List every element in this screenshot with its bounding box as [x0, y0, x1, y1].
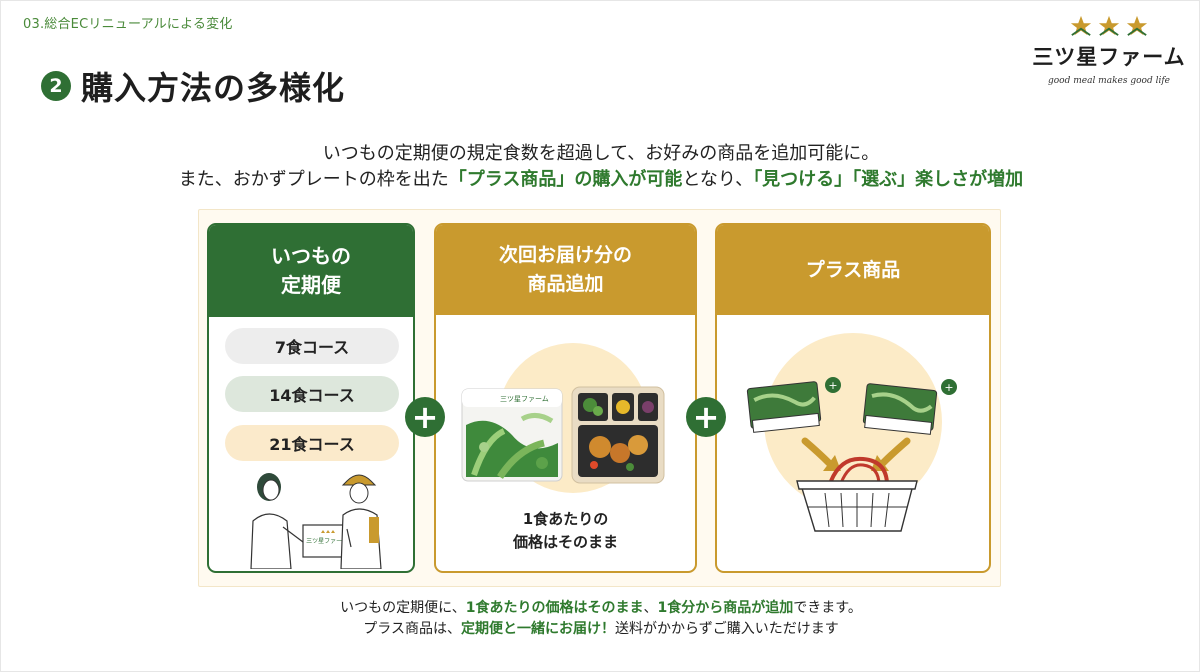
course-14-pill: 14食コース — [225, 376, 399, 412]
footer-highlight: 1食あたりの価格はそのまま — [465, 600, 644, 616]
card-title-line: いつもの — [271, 244, 351, 268]
caption-line: 価格はそのまま — [512, 533, 618, 551]
plus-icon: + — [686, 397, 726, 437]
pack-label: 三ツ星ファーム — [500, 395, 549, 403]
box-label: 三ツ星ファーム — [306, 538, 348, 545]
intro-text: となり、 — [682, 169, 754, 190]
footer-highlight: 定期便と一緒にお届け！ — [461, 621, 615, 637]
footer-text: 、 — [643, 600, 658, 616]
intro-line-2: また、おかずプレートの枠を出た「プラス商品」の購入が可能となり、「見つける」「選… — [1, 165, 1200, 191]
price-caption: 1食あたりの 価格はそのまま — [436, 508, 695, 554]
card-title-line: 定期便 — [281, 273, 341, 297]
svg-text:+: + — [828, 379, 837, 392]
card-next-delivery: 次回お届け分の商品追加 三ツ星ファーム 1食あたりの — [434, 223, 697, 573]
page-title: 購入方法の多様化 — [81, 69, 346, 107]
basket-icon — [796, 456, 918, 532]
card-title-line: 次回お届け分の — [498, 244, 632, 266]
intro-highlight-discover: 「見つける」「選ぶ」楽しさが増加 — [753, 169, 1024, 190]
intro-highlight-plus-items: 「プラス商品」の購入が可能 — [448, 169, 683, 190]
card-plus-items-header: プラス商品 — [717, 225, 989, 315]
footer-highlight: 1食分から商品が追加 — [657, 600, 794, 616]
add-to-basket-illustration: + + — [746, 377, 957, 532]
page-heading: 2 購入方法の多様化 — [41, 63, 345, 109]
footer-text: 送料がかからずご購入いただけます — [615, 621, 839, 637]
footer-line-1: いつもの定期便に、1食あたりの価格はそのまま、1食分から商品が追加できます。 — [1, 597, 1200, 617]
svg-text:+: + — [944, 381, 953, 394]
heading-number-badge: 2 — [41, 71, 71, 101]
logo-stars-icon — [1029, 15, 1189, 37]
bento-plate-image — [571, 386, 665, 484]
course-21-pill: 21食コース — [225, 425, 399, 461]
caption-line: 1食あたりの — [522, 510, 609, 528]
plus-pack-left: + — [746, 377, 841, 433]
arrow-icon — [801, 437, 833, 467]
plus-icon: + — [405, 397, 445, 437]
card-plus-items: プラス商品 + + — [715, 223, 991, 573]
course-7-pill: 7食コース — [225, 328, 399, 364]
brand-logo: 三ツ星ファーム good meal makes good life — [1029, 15, 1189, 101]
footer-text: できます。 — [793, 600, 862, 616]
card-next-delivery-header: 次回お届け分の商品追加 — [436, 225, 695, 315]
footer-text: プラス商品は、 — [363, 621, 461, 637]
intro-text: また、おかずプレートの枠を出た — [178, 169, 449, 190]
meal-pack-image: 三ツ星ファーム — [461, 388, 563, 482]
intro-line-1: いつもの定期便の規定食数を超過して、お好みの商品を追加可能に。 — [322, 143, 880, 164]
footer-text: いつもの定期便に、 — [340, 600, 466, 616]
section-label: 03.総合ECリニューアルによる変化 — [23, 17, 233, 32]
footer-line-2: プラス商品は、定期便と一緒にお届け！送料がかからずご購入いただけます — [1, 618, 1200, 638]
arrow-icon — [879, 437, 911, 467]
card-title-line: 商品追加 — [527, 273, 604, 295]
logo-tagline: good meal makes good life — [1048, 76, 1170, 86]
card-subscription-header: いつもの定期便 — [209, 225, 413, 317]
delivery-illustration: 三ツ星ファーム — [250, 473, 382, 569]
plus-pack-right: + — [862, 379, 957, 435]
card-subscription: いつもの定期便 7食コース 14食コース 21食コース 三ツ星ファーム — [207, 223, 415, 573]
logo-name: 三ツ星ファーム — [1032, 45, 1186, 69]
